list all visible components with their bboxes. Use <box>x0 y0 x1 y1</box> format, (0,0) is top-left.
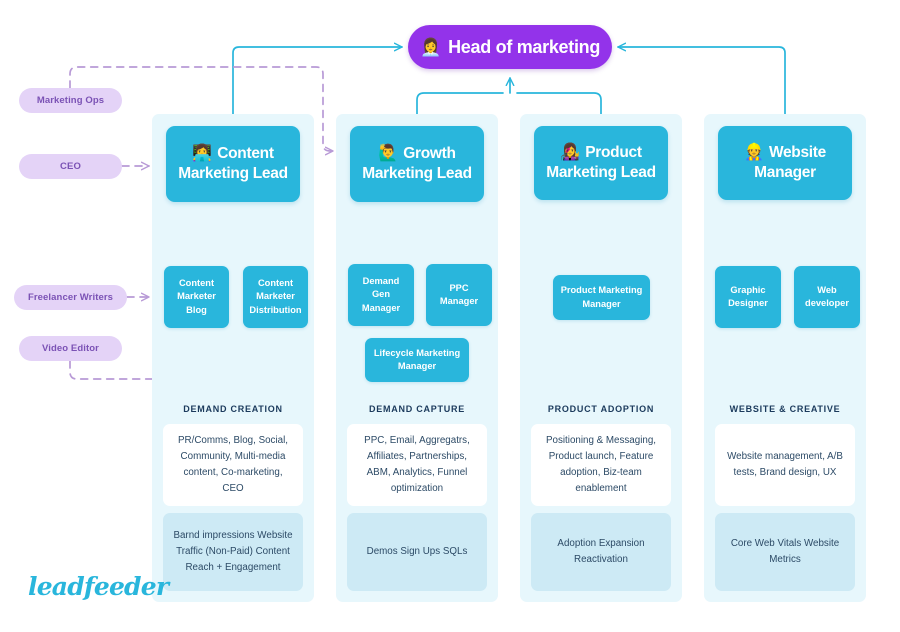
leadfeeder-logo: leadfeeder <box>28 572 169 601</box>
section-title-demand-capture: DEMAND CAPTURE <box>369 404 465 414</box>
person-icon: 🙋‍♂️ <box>378 145 399 163</box>
lead-title-line1: Growth <box>403 145 456 163</box>
lead-title-line1: Content <box>217 145 274 163</box>
lead-growth-marketing[interactable]: 🙋‍♂️ Growth Marketing Lead <box>350 126 484 202</box>
section-title-product-adoption: PRODUCT ADOPTION <box>547 404 655 414</box>
metrics-card-website-creative: Core Web Vitals Website Metrics <box>715 513 855 591</box>
report-content-marketer-blog[interactable]: Content Marketer Blog <box>164 266 229 328</box>
lead-product-marketing[interactable]: 👩‍🎤 Product Marketing Lead <box>534 126 668 200</box>
column-growth-marketing: 🙋‍♂️ Growth Marketing Lead Demand Gen Ma… <box>336 114 498 602</box>
lead-content-marketing[interactable]: 👩‍💻 Content Marketing Lead <box>166 126 300 202</box>
metrics-card-demand-creation: Barnd impressions Website Traffic (Non-P… <box>163 513 303 591</box>
scope-card-demand-capture: PPC, Email, Aggregatrs, Affiliates, Part… <box>347 424 487 506</box>
section-title-website-creative: WEBSITE & CREATIVE <box>729 404 841 414</box>
lead-title-line2: Marketing Lead <box>178 164 288 182</box>
report-ppc-manager[interactable]: PPC Manager <box>426 264 492 326</box>
scope-card-demand-creation: PR/Comms, Blog, Social, Community, Multi… <box>163 424 303 506</box>
side-role-video-editor[interactable]: Video Editor <box>19 336 122 361</box>
lead-title-line2: Manager <box>754 163 816 181</box>
person-icon: 👩‍🎤 <box>560 144 581 162</box>
report-content-marketer-distribution[interactable]: Content Marketer Distribution <box>243 266 308 328</box>
report-web-developer[interactable]: Web developer <box>794 266 860 328</box>
report-graphic-designer[interactable]: Graphic Designer <box>715 266 781 328</box>
scope-card-website-creative: Website management, A/B tests, Brand des… <box>715 424 855 506</box>
side-role-freelancer-writers[interactable]: Freelancer Writers <box>14 285 127 310</box>
scope-card-product-adoption: Positioning & Messaging, Product launch,… <box>531 424 671 506</box>
metrics-card-product-adoption: Adoption Expansion Reactivation <box>531 513 671 591</box>
section-title-demand-creation: DEMAND CREATION <box>183 404 283 414</box>
column-product-marketing: 👩‍🎤 Product Marketing Lead Product Marke… <box>520 114 682 602</box>
side-role-ceo[interactable]: CEO <box>19 154 122 179</box>
person-icon: 👩‍💻 <box>192 145 213 163</box>
report-product-marketing-manager[interactable]: Product Marketing Manager <box>553 275 650 320</box>
person-icon: 👩‍💼 <box>419 37 442 57</box>
lead-website-manager[interactable]: 👷 Website Manager <box>718 126 852 200</box>
side-role-marketing-ops[interactable]: Marketing Ops <box>19 88 122 113</box>
report-demand-gen-manager[interactable]: Demand Gen Manager <box>348 264 414 326</box>
column-content-marketing: 👩‍💻 Content Marketing Lead Content Marke… <box>152 114 314 602</box>
lead-title-line1: Product <box>585 144 642 162</box>
person-icon: 👷 <box>744 144 764 162</box>
lead-title-line2: Marketing Lead <box>546 163 656 181</box>
lead-title-line2: Marketing Lead <box>362 164 472 182</box>
lead-title-line1: Website <box>768 144 826 162</box>
head-of-marketing-node[interactable]: 👩‍💼 Head of marketing <box>408 25 612 69</box>
metrics-card-demand-capture: Demos Sign Ups SQLs <box>347 513 487 591</box>
report-lifecycle-marketing-manager[interactable]: Lifecycle Marketing Manager <box>365 338 469 382</box>
head-of-marketing-label: Head of marketing <box>448 36 601 57</box>
column-website-creative: 👷 Website Manager Graphic Designer Web d… <box>704 114 866 602</box>
